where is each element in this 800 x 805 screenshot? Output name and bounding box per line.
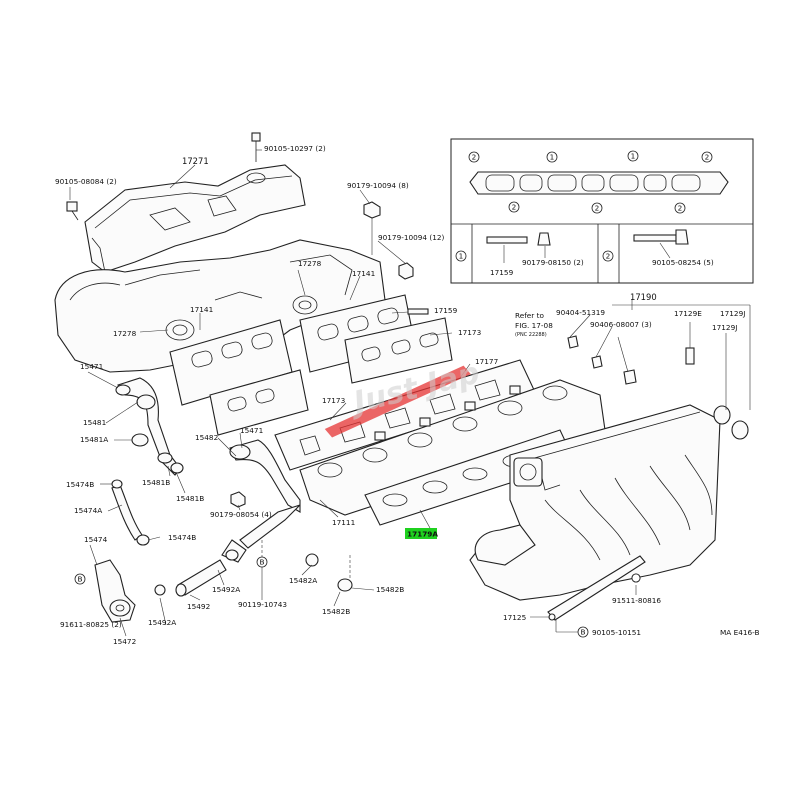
- svg-text:2: 2: [705, 153, 710, 162]
- label-91611-80825: 91611-80825 (2): [60, 620, 122, 629]
- inset-callouts: 2 1 1 2 2 2 2 1 2: [455, 150, 713, 262]
- exhaust-gasket-right: [299, 294, 453, 384]
- label-fig-17-08: FIG. 17-08: [515, 321, 553, 330]
- label-17129J-b: 17129J: [712, 323, 737, 332]
- label-90105-10151: 90105-10151: [592, 628, 641, 637]
- label-15492A-a: 15492A: [212, 585, 240, 594]
- label-17125: 17125: [503, 613, 526, 622]
- label-17177: 17177: [475, 357, 499, 366]
- label-17179A: 17179A: [407, 530, 438, 539]
- svg-text:B: B: [77, 575, 82, 584]
- svg-text:B: B: [580, 628, 585, 637]
- label-refer-to: Refer to: [515, 311, 544, 320]
- svg-text:2: 2: [512, 203, 517, 212]
- label-17129E: 17129E: [674, 309, 702, 318]
- label-15482: 15482: [195, 433, 218, 442]
- label-15481: 15481: [83, 418, 106, 427]
- svg-text:1: 1: [550, 153, 555, 162]
- inset-label-90179-08150: 90179-08150 (2): [522, 258, 584, 267]
- label-15482A: 15482A: [289, 576, 317, 585]
- label-15471-a: 15471: [80, 362, 103, 371]
- inset-label-17159: 17159: [490, 268, 514, 277]
- bolt-90105-08084: [66, 201, 79, 221]
- bolt-90179-08054: [230, 491, 246, 508]
- label-15481B-a: 15481B: [142, 478, 170, 487]
- label-15474B: 15474B: [66, 480, 94, 489]
- svg-text:1: 1: [631, 152, 636, 161]
- nut-90179-10094-8: [363, 201, 381, 219]
- hose-15482A: [305, 553, 353, 592]
- label-15474A: 15474A: [74, 506, 102, 515]
- label-15472: 15472: [113, 637, 136, 646]
- water-outlet-15472: [94, 559, 136, 623]
- label-diagram-code: MA E416-B: [720, 628, 760, 637]
- label-17111: 17111: [332, 518, 355, 527]
- label-17159: 17159: [434, 306, 458, 315]
- label-90179-10094-8: 90179-10094 (8): [347, 181, 409, 190]
- gasket-detail-inset: [450, 138, 754, 284]
- exhaust-gasket-left: [169, 319, 309, 436]
- label-15481A: 15481A: [80, 435, 108, 444]
- nut-90179-10094-12: [398, 262, 414, 280]
- label-15474: 15474: [84, 535, 108, 544]
- label-17190: 17190: [630, 292, 657, 302]
- label-15482B-b: 15482B: [376, 585, 404, 594]
- label-15492: 15492: [187, 602, 210, 611]
- label-90179-10094-12: 90179-10094 (12): [378, 233, 445, 242]
- label-90406-08007: 90406-08007 (3): [590, 320, 652, 329]
- label-17173-b: 17173: [322, 396, 346, 405]
- head-cover-17271: [84, 164, 306, 273]
- leader-lines: [69, 149, 751, 637]
- label-91511-80816: 91511-80816: [612, 596, 661, 605]
- b-callouts: B B B: [74, 556, 641, 638]
- svg-text:2: 2: [595, 204, 600, 213]
- hose-15474A: [111, 479, 150, 546]
- water-pipe-15481: [115, 377, 184, 476]
- label-15481B-b: 15481B: [176, 494, 204, 503]
- label-90105-08084: 90105-08084 (2): [55, 177, 117, 186]
- svg-text:1: 1: [459, 252, 464, 261]
- svg-text:2: 2: [678, 204, 683, 213]
- label-90105-10297: 90105-10297 (2): [264, 144, 326, 153]
- intake-manifold-17190: [469, 404, 749, 601]
- label-17271: 17271: [182, 156, 209, 166]
- label-17173-a: 17173: [458, 328, 482, 337]
- hose-15492: [154, 549, 239, 597]
- label-17141-a: 17141: [352, 269, 375, 278]
- svg-text:B: B: [259, 558, 264, 567]
- inset-label-90105-08254: 90105-08254 (5): [652, 258, 714, 267]
- label-17278-b: 17278: [113, 329, 137, 338]
- label-90119-10743: 90119-10743: [238, 600, 287, 609]
- label-90179-08054: 90179-08054 (4): [210, 510, 272, 519]
- bolt-90105-10297: [251, 132, 261, 162]
- svg-text:2: 2: [472, 153, 477, 162]
- label-15492A-b: 15492A: [148, 618, 176, 627]
- label-17278-a: 17278: [298, 259, 322, 268]
- highlight-17179A: [405, 528, 437, 539]
- label-pnc: (PNC 22288): [515, 332, 547, 338]
- svg-text:2: 2: [606, 252, 611, 261]
- label-17129J-a: 17129J: [720, 309, 745, 318]
- label-17141-b: 17141: [190, 305, 213, 314]
- part-labels: 17271 90105-10297 (2) 90105-08084 (2) 90…: [55, 144, 760, 646]
- label-15482B-a: 15482B: [322, 607, 350, 616]
- label-15474B-b: 15474B: [168, 533, 196, 542]
- label-90404-51319: 90404-51319: [556, 308, 605, 317]
- stud-17159: [407, 308, 429, 315]
- label-15471-b: 15471: [240, 426, 263, 435]
